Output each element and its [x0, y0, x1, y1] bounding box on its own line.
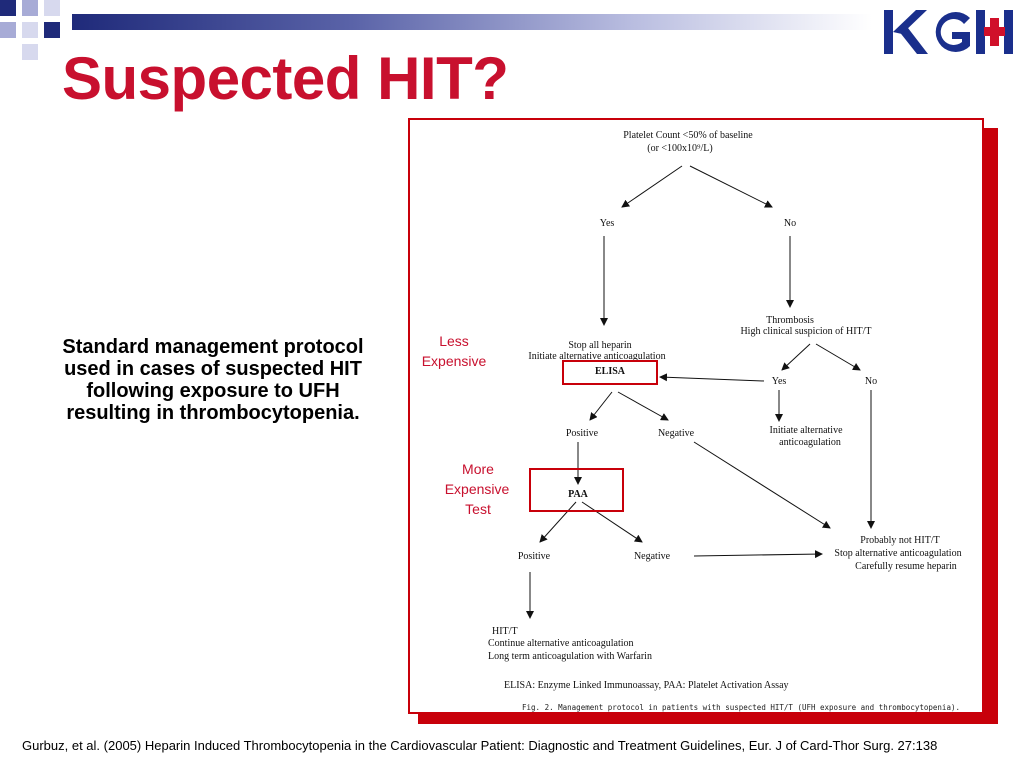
node-hit: HIT/T [492, 626, 518, 637]
slide-title: Suspected HIT? [62, 45, 509, 112]
node-high-suspicion: High clinical suspicion of HIT/T [740, 326, 871, 337]
node-yes: Yes [600, 218, 615, 229]
node-positive-2: Positive [518, 551, 551, 562]
annotation-expensive: Expensive [422, 353, 487, 369]
arrow-suspicion-no [815, 343, 861, 371]
node-stop-heparin: Stop all heparin [568, 340, 631, 351]
node-warfarin: Long term anticoagulation with Warfarin [488, 651, 652, 662]
node-elisa: ELISA [595, 366, 626, 377]
legend-text: ELISA: Enzyme Linked Immunoassay, PAA: P… [504, 680, 789, 691]
arrow-paa-positive [539, 501, 577, 543]
node-positive: Positive [566, 428, 599, 439]
figure-frame [408, 118, 984, 714]
node-stop-alt: Stop alternative anticoagulation [834, 548, 961, 559]
kgh-logo [880, 4, 1016, 60]
node-continue-alt: Continue alternative anticoagulation [488, 638, 634, 649]
node-initiate-alt: Initiate alternative anticoagulation [528, 351, 665, 362]
elisa-highlight-box [562, 360, 658, 385]
arrow-yes2-elisa [659, 373, 765, 382]
annotation-more: More [462, 461, 494, 477]
node-initiate-alt-2: Initiate alternative [769, 425, 843, 436]
annotation-less: Less [439, 333, 469, 349]
annotation-more-expensive: Expensive [445, 481, 510, 497]
node-platelet-count: Platelet Count <50% of baseline [623, 130, 753, 141]
node-thrombosis: Thrombosis [766, 315, 814, 326]
arrow-elisa-positive [589, 391, 613, 421]
header-gradient-bar [72, 14, 872, 30]
node-negative: Negative [658, 428, 695, 439]
node-yes-2: Yes [772, 376, 787, 387]
annotation-test: Test [465, 501, 491, 517]
node-platelet-threshold: (or <100x10⁹/L) [647, 143, 713, 154]
node-resume-heparin: Carefully resume heparin [855, 561, 957, 572]
figure-caption: Fig. 2. Management protocol in patients … [522, 703, 960, 712]
node-paa: PAA [568, 489, 589, 500]
paa-highlight-box [529, 468, 624, 512]
arrow-elisa-negative [617, 391, 669, 421]
arrow-negative2-probably [693, 550, 823, 559]
node-no-2: No [865, 376, 877, 387]
arrow-suspicion-yes [781, 343, 811, 371]
decorative-squares [0, 0, 60, 60]
arrow-start-no [689, 165, 773, 208]
node-probably-not: Probably not HIT/T [860, 535, 939, 546]
slide-body-text: Standard management protocol used in cas… [62, 336, 364, 424]
citation-footer: Gurbuz, et al. (2005) Heparin Induced Th… [22, 738, 938, 753]
arrow-start-yes [621, 165, 683, 208]
arrow-paa-negative [581, 501, 643, 543]
node-no: No [784, 218, 796, 229]
node-negative-2: Negative [634, 551, 671, 562]
arrow-negative-probably [693, 441, 831, 529]
node-initiate-alt-2b: anticoagulation [779, 437, 841, 448]
